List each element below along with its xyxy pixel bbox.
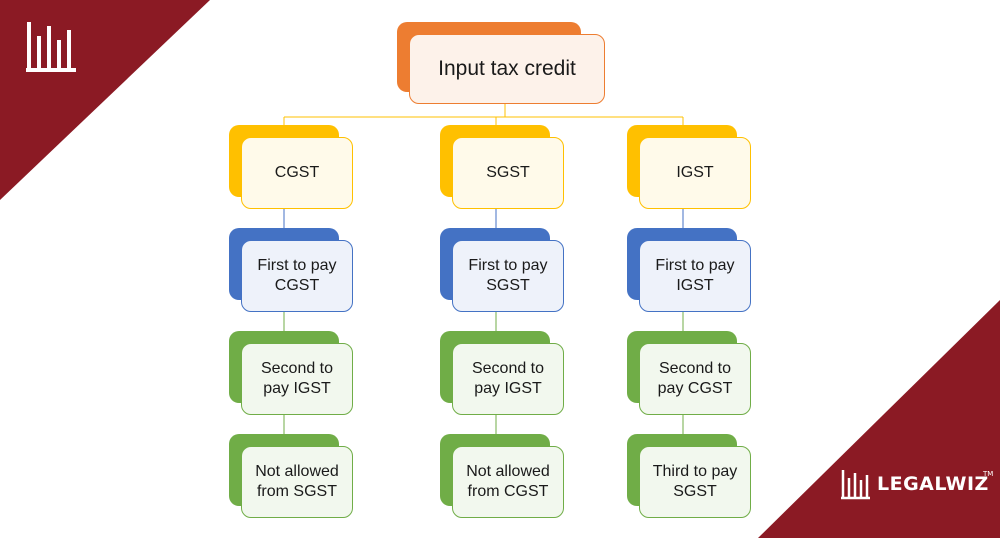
- sgst-step-2-label: Second to pay IGST: [452, 343, 564, 415]
- igst-step-3-label: Third to pay SGST: [639, 446, 751, 518]
- root-label: Input tax credit: [409, 34, 605, 104]
- logo-icon: [26, 18, 78, 79]
- sgst-head-label: SGST: [452, 137, 564, 209]
- cgst-step-3-label: Not allowed from SGST: [241, 446, 353, 518]
- sgst-step-1-label: First to pay SGST: [452, 240, 564, 312]
- igst-step-1-label: First to pay IGST: [639, 240, 751, 312]
- igst-head-label: IGST: [639, 137, 751, 209]
- brand-name: LEGALWIZ: [877, 473, 989, 495]
- legalwiz-bars-icon: [841, 470, 870, 500]
- brand-logo: LEGALWIZ TM: [841, 468, 993, 500]
- cgst-step-2-label: Second to pay IGST: [241, 343, 353, 415]
- cgst-head-label: CGST: [241, 137, 353, 209]
- cgst-step-1-label: First to pay CGST: [241, 240, 353, 312]
- brand-trademark: TM: [983, 470, 994, 478]
- sgst-step-3-label: Not allowed from CGST: [452, 446, 564, 518]
- igst-step-2-label: Second to pay CGST: [639, 343, 751, 415]
